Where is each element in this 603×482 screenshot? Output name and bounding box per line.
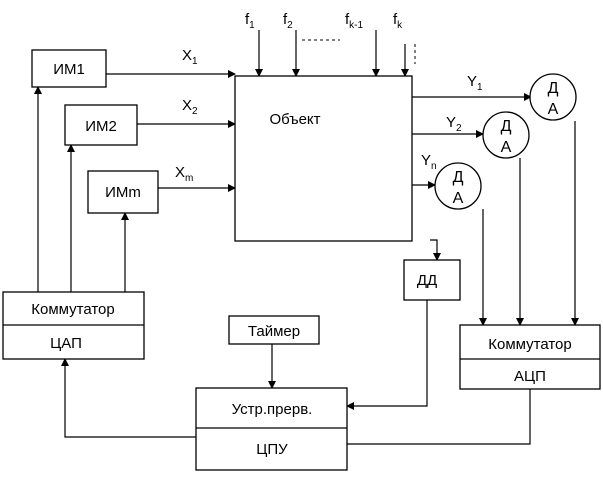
sensor-da-1: Д А xyxy=(529,73,577,121)
signal-x1-label: X1 xyxy=(182,47,198,67)
block-imm: ИМm xyxy=(87,170,159,214)
block-im1: ИМ1 xyxy=(31,49,107,88)
block-dd: ДД xyxy=(403,259,461,301)
signal-f2-label: f2 xyxy=(283,11,293,31)
adc-label: АЦП xyxy=(514,368,546,385)
signal-f1-label: f1 xyxy=(245,11,255,31)
signal-fk-label: fk xyxy=(393,11,403,31)
sensor-da-3-line2: А xyxy=(453,190,464,207)
interrupt-device-label: Устр.прерв. xyxy=(232,401,313,418)
signal-y1-label: Y1 xyxy=(467,73,483,93)
object-to-dd-line xyxy=(430,239,441,261)
timer-label: Таймер xyxy=(248,323,300,340)
signal-yn-label: Yn xyxy=(421,152,437,172)
sensor-da-2: Д А xyxy=(482,111,530,159)
sensor-da-1-line1: Д xyxy=(548,80,559,97)
dac-label: ЦАП xyxy=(50,335,82,352)
sensor-da-2-line1: Д xyxy=(501,118,512,135)
dd-label: ДД xyxy=(417,272,437,289)
block-dac-commutator: Коммутатор ЦАП xyxy=(2,291,145,360)
signal-x2-label: X2 xyxy=(182,97,198,117)
block-im2: ИМ2 xyxy=(64,104,138,146)
sensor-da-1-line2: А xyxy=(548,101,559,118)
dd-to-interrupt-line xyxy=(346,300,428,410)
signal-xm-label: Xm xyxy=(175,164,193,184)
block-cpu: Устр.прерв. ЦПУ xyxy=(195,387,348,471)
sensor-da-2-line2: А xyxy=(501,139,512,156)
signal-fk1-label: fk-1 xyxy=(345,11,364,31)
sensor-da-3-line1: Д xyxy=(453,169,464,186)
sensor-da-3: Д А xyxy=(434,162,482,210)
block-adc-commutator: Коммутатор АЦП xyxy=(459,324,601,390)
cpu-to-dac-line xyxy=(61,358,196,438)
block-im2-label: ИМ2 xyxy=(85,118,117,135)
signal-y2-label: Y2 xyxy=(446,114,462,134)
commutator-dac-label: Коммутатор xyxy=(31,301,114,318)
commutator-adc-label: Коммутатор xyxy=(488,336,571,353)
block-timer: Таймер xyxy=(228,315,320,345)
cpu-label: ЦПУ xyxy=(256,441,288,458)
block-im1-label: ИМ1 xyxy=(53,61,85,78)
connections xyxy=(34,30,579,445)
block-imm-label: ИМm xyxy=(105,184,141,201)
block-object-label: Объект xyxy=(269,111,320,128)
block-object: Объект xyxy=(234,75,413,242)
adc-to-cpu-line xyxy=(347,389,531,445)
